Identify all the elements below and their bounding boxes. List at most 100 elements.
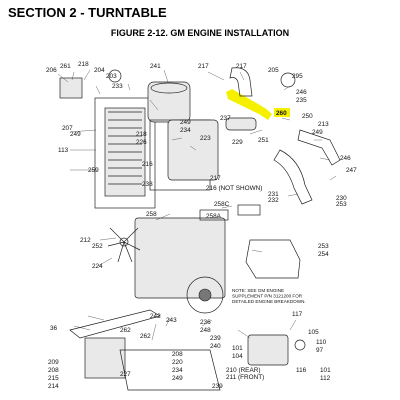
callout-239b: 239 <box>212 383 223 390</box>
leader-lines <box>57 69 337 341</box>
callout-113: 113 <box>58 147 69 154</box>
callout-250: 250 <box>302 113 313 120</box>
callout-234: 234 <box>180 127 191 134</box>
callout-218: 218 <box>78 61 89 68</box>
callout-213: 213 <box>318 121 329 128</box>
highlighted-hose-260 <box>226 89 272 120</box>
callout-232: 232 <box>268 197 279 204</box>
callout-230: 230 <box>336 195 347 202</box>
callout-204: 204 <box>94 67 105 74</box>
radiator-hose-right <box>297 129 341 166</box>
engine-pulley <box>186 276 224 314</box>
callout-241: 241 <box>150 63 161 70</box>
callout-208: 208 <box>48 367 59 374</box>
engine-note-line: NOTE: SEE GM ENGINE <box>232 288 284 293</box>
callout-211: 211 (FRONT) <box>226 374 264 381</box>
callout-227: 227 <box>120 371 131 378</box>
callout-205: 205 <box>268 67 279 74</box>
tray-258c <box>237 204 261 216</box>
callout-258a: 258A <box>206 213 222 220</box>
callout-262: 262 <box>120 327 131 334</box>
callout-208b: 208 <box>172 351 183 358</box>
callout-206: 206 <box>46 67 57 74</box>
callout-97: 97 <box>316 347 324 354</box>
callout-36: 36 <box>50 325 58 332</box>
callout-251: 251 <box>258 137 269 144</box>
callout-235: 235 <box>296 97 307 104</box>
engine-block <box>134 217 226 299</box>
callout-223: 223 <box>200 135 211 142</box>
callout-209: 209 <box>48 359 59 366</box>
mounting-rail <box>69 309 161 339</box>
callout-220: 220 <box>172 359 183 366</box>
callout-237: 237 <box>220 115 231 122</box>
callout-101: 101 <box>232 345 243 352</box>
callout-216b: 216 (NOT SHOWN) <box>206 185 262 192</box>
callout-249a: 249 <box>70 131 81 138</box>
callout-242: 242 <box>150 313 161 320</box>
engine-pulley-hub <box>198 288 212 302</box>
callout-216a: 216 <box>142 161 153 168</box>
callout-247: 247 <box>346 167 357 174</box>
engine-note-line: DETAILED ENGINE BREAKDOWN. <box>232 299 306 304</box>
figure-title: FIGURE 2-12. GM ENGINE INSTALLATION <box>110 28 290 38</box>
cooling-fan <box>107 227 141 263</box>
callout-231: 231 <box>268 191 279 198</box>
callout-233: 233 <box>112 83 123 90</box>
engine-note-line: SUPPLEMENT P/N 3121200 FOR <box>232 294 303 299</box>
callout-254: 254 <box>318 251 329 258</box>
callout-243: 243 <box>166 317 177 324</box>
radiator-frame <box>94 97 156 209</box>
starter-cover <box>245 239 301 279</box>
callout-259: 259 <box>88 167 99 174</box>
callout-258c: 258C <box>214 201 230 208</box>
callout-253b: 253 <box>336 201 347 208</box>
callout-215: 215 <box>48 375 59 382</box>
callout-112: 112 <box>320 375 331 382</box>
battery-box <box>59 77 83 99</box>
callout-236: 236 <box>200 319 211 326</box>
filter-part <box>108 69 122 83</box>
pipe-section <box>225 117 257 131</box>
lower-hose <box>273 149 313 205</box>
air-cleaner-housing <box>147 81 191 123</box>
callout-224: 224 <box>92 263 103 270</box>
pump-port <box>294 339 306 351</box>
callout-207: 207 <box>62 125 73 132</box>
callout-203: 203 <box>106 73 117 80</box>
callout-238: 238 <box>142 181 153 188</box>
battery <box>84 337 126 379</box>
callout-260: 260 <box>276 110 287 117</box>
callout-249d: 249 <box>172 375 183 382</box>
callout-248: 248 <box>200 327 211 334</box>
callout-218b: 218 <box>136 131 147 138</box>
callout-295: 295 <box>292 73 303 80</box>
callout-249b: 249 <box>312 129 323 136</box>
highlighted-callout-260-bg <box>274 108 290 117</box>
callout-240: 240 <box>210 343 221 350</box>
callout-234b: 234 <box>172 367 183 374</box>
callout-212: 212 <box>80 237 91 244</box>
callout-252: 252 <box>92 243 103 250</box>
callout-101b: 101 <box>320 367 331 374</box>
hydraulic-pump <box>247 334 289 366</box>
callout-261: 261 <box>60 63 71 70</box>
callout-110: 110 <box>316 339 327 346</box>
base-plate <box>119 349 221 391</box>
callout-217a: 217 <box>198 63 209 70</box>
callout-246b: 246 <box>340 155 351 162</box>
callout-217b: 217 <box>236 63 247 70</box>
callout-239: 239 <box>210 335 221 342</box>
tray-258a <box>199 209 229 221</box>
callout-249c: 249 <box>180 119 191 126</box>
callout-217c: 217 <box>210 175 221 182</box>
callout-105: 105 <box>308 329 319 336</box>
hose-clamp <box>280 72 296 88</box>
callout-214: 214 <box>48 383 59 390</box>
callout-226: 226 <box>136 139 147 146</box>
callout-246a: 246 <box>296 89 307 96</box>
callout-210: 210 (REAR) <box>226 367 260 374</box>
callout-229: 229 <box>232 139 243 146</box>
